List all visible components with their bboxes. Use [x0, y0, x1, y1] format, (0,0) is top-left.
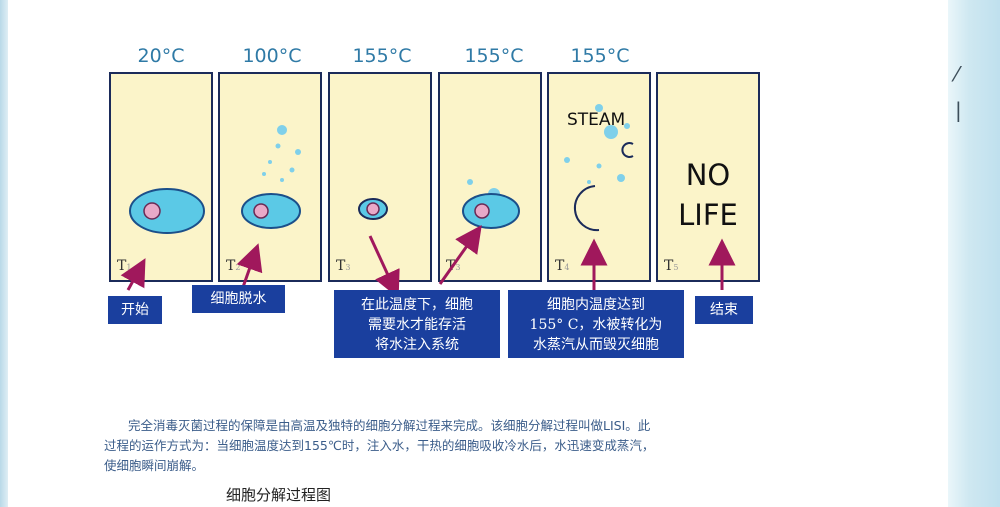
cell-body: [462, 193, 520, 229]
vapor-bubble: [467, 179, 473, 185]
no-life-text-line2: LIFE: [678, 198, 738, 232]
temperature-label-5: 155°C: [570, 45, 630, 67]
cell-nucleus: [474, 203, 490, 219]
vapor-bubble: [596, 163, 602, 169]
left-edge-strip: [0, 0, 8, 507]
membrane-fragment: [621, 142, 634, 158]
cell-nucleus: [143, 202, 161, 220]
vapor-bubble: [268, 160, 272, 164]
vapor-bubble: [587, 180, 591, 184]
cell-body: [129, 188, 205, 234]
cell-body: [241, 193, 301, 229]
burst-cell-illustration: [564, 104, 634, 232]
margin-mark: ⁄: [955, 62, 959, 86]
cell-nucleus: [253, 203, 269, 219]
stage-time-label: T3: [446, 258, 461, 274]
label-line: 155° C，水被转化为: [529, 317, 663, 333]
paragraph-line: 完全消毒灭菌过程的保障是由高温及独特的细胞分解过程来完成。该细胞分解过程叫做LI…: [128, 418, 651, 433]
label-line: 需要水才能存活: [368, 317, 466, 333]
steam-label: STEAM: [567, 110, 626, 130]
temperature-label-2: 100°C: [242, 45, 302, 67]
label-dehydrate: 细胞脱水: [192, 285, 285, 313]
vapor-bubble: [295, 149, 301, 155]
vapor-bubble: [280, 178, 284, 182]
arrow-cell-absorbs: [438, 224, 482, 285]
paragraph-line: 过程的运作方式为：当细胞温度达到155℃时，注入水，干热的细胞吸收冷水后，水迅速…: [104, 438, 655, 453]
stage-time-label: T4: [555, 258, 570, 274]
arrow-dehydrate: [236, 243, 263, 291]
cell-nucleus: [366, 202, 380, 216]
stage-panel-3: T3: [328, 72, 432, 282]
stage-panel-6: NO LIFE T5: [656, 72, 760, 282]
margin-mark: |: [955, 98, 962, 122]
vapor-bubble: [617, 174, 625, 182]
label-start: 开始: [108, 296, 162, 324]
label-line: 将水注入系统: [375, 337, 459, 353]
label-line: 水蒸汽从而毁灭细胞: [533, 337, 659, 353]
paragraph-line: 使细胞瞬间崩解。: [104, 458, 205, 473]
vapor-bubble: [595, 104, 603, 112]
stage-panel-2: T2: [218, 72, 322, 282]
temperature-label-3: 155°C: [352, 45, 412, 67]
vapor-bubble: [277, 125, 287, 135]
cell-illustration: [241, 125, 301, 229]
label-line: 细胞内温度达到: [547, 297, 645, 313]
stage-time-label: T5: [664, 258, 679, 274]
stage-panel-4: T3: [438, 72, 542, 282]
vapor-bubble: [624, 123, 630, 129]
vapor-bubble: [262, 172, 266, 176]
right-edge-strip: [948, 0, 1000, 507]
temperature-label-1: 20°C: [137, 45, 185, 67]
cell-illustration: [358, 198, 388, 220]
vapor-bubble: [275, 143, 281, 149]
figure-caption: 细胞分解过程图: [226, 486, 332, 504]
stage-time-label: T3: [336, 258, 351, 274]
vapor-bubble: [564, 157, 570, 163]
arrow-water-injection: [368, 235, 400, 299]
label-end: 结束: [695, 296, 753, 324]
cell-illustration: [462, 179, 520, 229]
vapor-bubble: [289, 167, 295, 173]
label-steam-destroy: 细胞内温度达到 155° C，水被转化为 水蒸汽从而毁灭细胞: [508, 290, 684, 358]
cell-illustration: [129, 188, 205, 234]
arrow-start: [120, 258, 146, 291]
temperature-label-4: 155°C: [464, 45, 524, 67]
membrane-fragment: [573, 185, 600, 232]
description-paragraph: 完全消毒灭菌过程的保障是由高温及独特的细胞分解过程来完成。该细胞分解过程叫做LI…: [104, 416, 844, 476]
label-water-injection: 在此温度下，细胞 需要水才能存活 将水注入系统: [334, 290, 500, 358]
label-line: 在此温度下，细胞: [361, 297, 473, 313]
no-life-text-line1: NO: [685, 158, 731, 192]
vapor-bubble: [604, 125, 618, 139]
